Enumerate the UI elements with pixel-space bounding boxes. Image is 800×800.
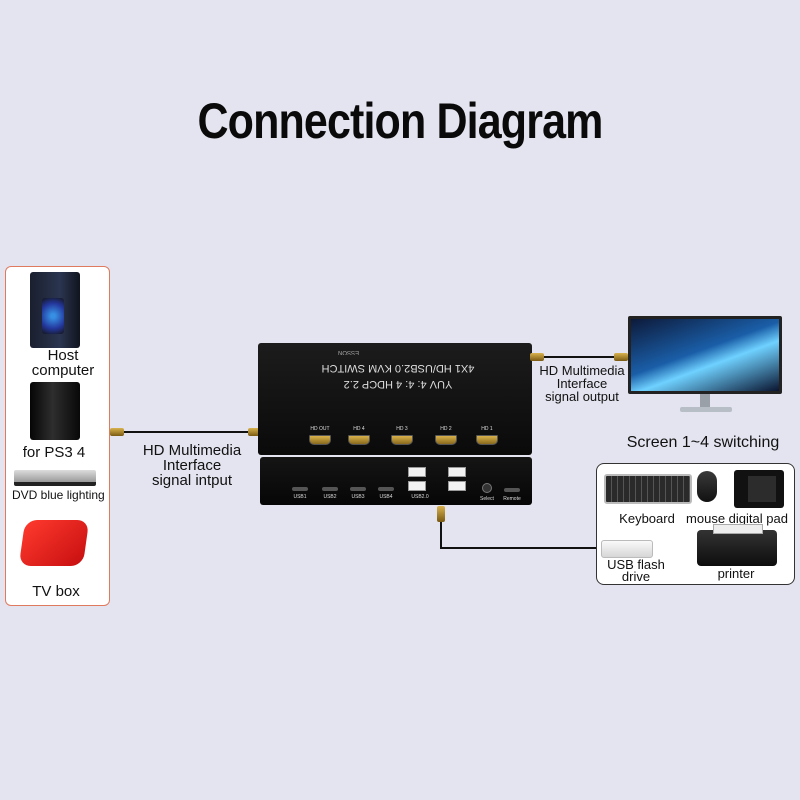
usb4-port[interactable] — [378, 487, 394, 491]
dvd-player-icon — [14, 470, 96, 486]
hdmi-4-port[interactable] — [348, 435, 370, 445]
usb-a-port[interactable] — [408, 481, 426, 491]
hdmi-plug-icon — [614, 353, 628, 361]
remote-port[interactable] — [504, 488, 520, 492]
printer-label: printer — [717, 566, 755, 581]
usb3-port[interactable] — [350, 487, 366, 491]
monitor-base — [680, 407, 732, 412]
usb-a-port[interactable] — [448, 481, 466, 491]
port-label-usb2: USB2 — [323, 494, 337, 500]
port-label-usb1: USB1 — [293, 494, 307, 500]
kvm-spec: YUV 4: 4: 4 HDCP 2.2 — [343, 378, 453, 390]
hdmi-plug-icon — [248, 428, 262, 436]
input-signal-label: HD Multimedia Interface signal intput — [142, 442, 242, 489]
ps3-console-icon — [30, 382, 80, 440]
port-label-hd3: HD 3 — [396, 426, 408, 432]
select-button[interactable] — [482, 483, 492, 493]
usb-plug-icon — [437, 506, 445, 522]
keyboard-label: Keyboard — [619, 511, 675, 526]
host-computer-label: Host computer — [31, 347, 95, 379]
monitor-icon — [628, 316, 782, 394]
printer-icon — [697, 524, 777, 566]
tv-box-icon — [18, 520, 90, 566]
flash-label: USB flash drive — [607, 557, 665, 584]
usb2-port[interactable] — [322, 487, 338, 491]
kvm-brand: ESSON — [338, 349, 360, 355]
monitor-stand — [700, 394, 710, 408]
port-label-hd4: HD 4 — [353, 426, 365, 432]
output-signal-label: HD Multimedia Interface signal output — [539, 363, 625, 404]
usb-a-port[interactable] — [408, 467, 426, 477]
tv-box-label: TV box — [32, 583, 80, 600]
digital-pad-icon — [734, 470, 784, 508]
hdmi-plug-icon — [110, 428, 124, 436]
kvm-switch-front: USB1 USB2 USB3 USB4 USB2.0 Select Remote — [260, 457, 532, 505]
host-computer-icon — [30, 272, 80, 348]
port-label-hd1: HD 1 — [481, 426, 493, 432]
hdmi-3-port[interactable] — [391, 435, 413, 445]
port-label-hd-out: HD OUT — [310, 426, 330, 432]
port-label-usb20: USB2.0 — [411, 494, 429, 500]
select-label: Select — [480, 496, 494, 502]
port-label-usb3: USB3 — [351, 494, 365, 500]
port-label-usb4: USB4 — [379, 494, 393, 500]
usb-a-port[interactable] — [448, 467, 466, 477]
screen-label: Screen 1~4 switching — [626, 434, 780, 451]
hdmi-2-port[interactable] — [435, 435, 457, 445]
kvm-model: 4X1 HD/USB2.0 KVM SWITCH — [321, 362, 475, 374]
dvd-label: DVD blue lighting — [12, 488, 105, 502]
hdmi-out-port[interactable] — [309, 435, 331, 445]
port-label-hd2: HD 2 — [440, 426, 452, 432]
hdmi-1-port[interactable] — [476, 435, 498, 445]
remote-label: Remote — [503, 496, 521, 502]
usb-flash-drive-icon — [601, 540, 653, 558]
page-title: Connection Diagram — [197, 93, 603, 149]
keyboard-icon — [604, 474, 692, 504]
mouse-icon — [697, 471, 717, 502]
hdmi-plug-icon — [530, 353, 544, 361]
mouse-pad-label: mouse digital pad — [686, 511, 788, 526]
usb1-port[interactable] — [292, 487, 308, 491]
kvm-switch-top: ESSON 4X1 HD/USB2.0 KVM SWITCH YUV 4: 4:… — [258, 343, 532, 455]
ps3-label: for PS3 4 — [22, 444, 86, 461]
